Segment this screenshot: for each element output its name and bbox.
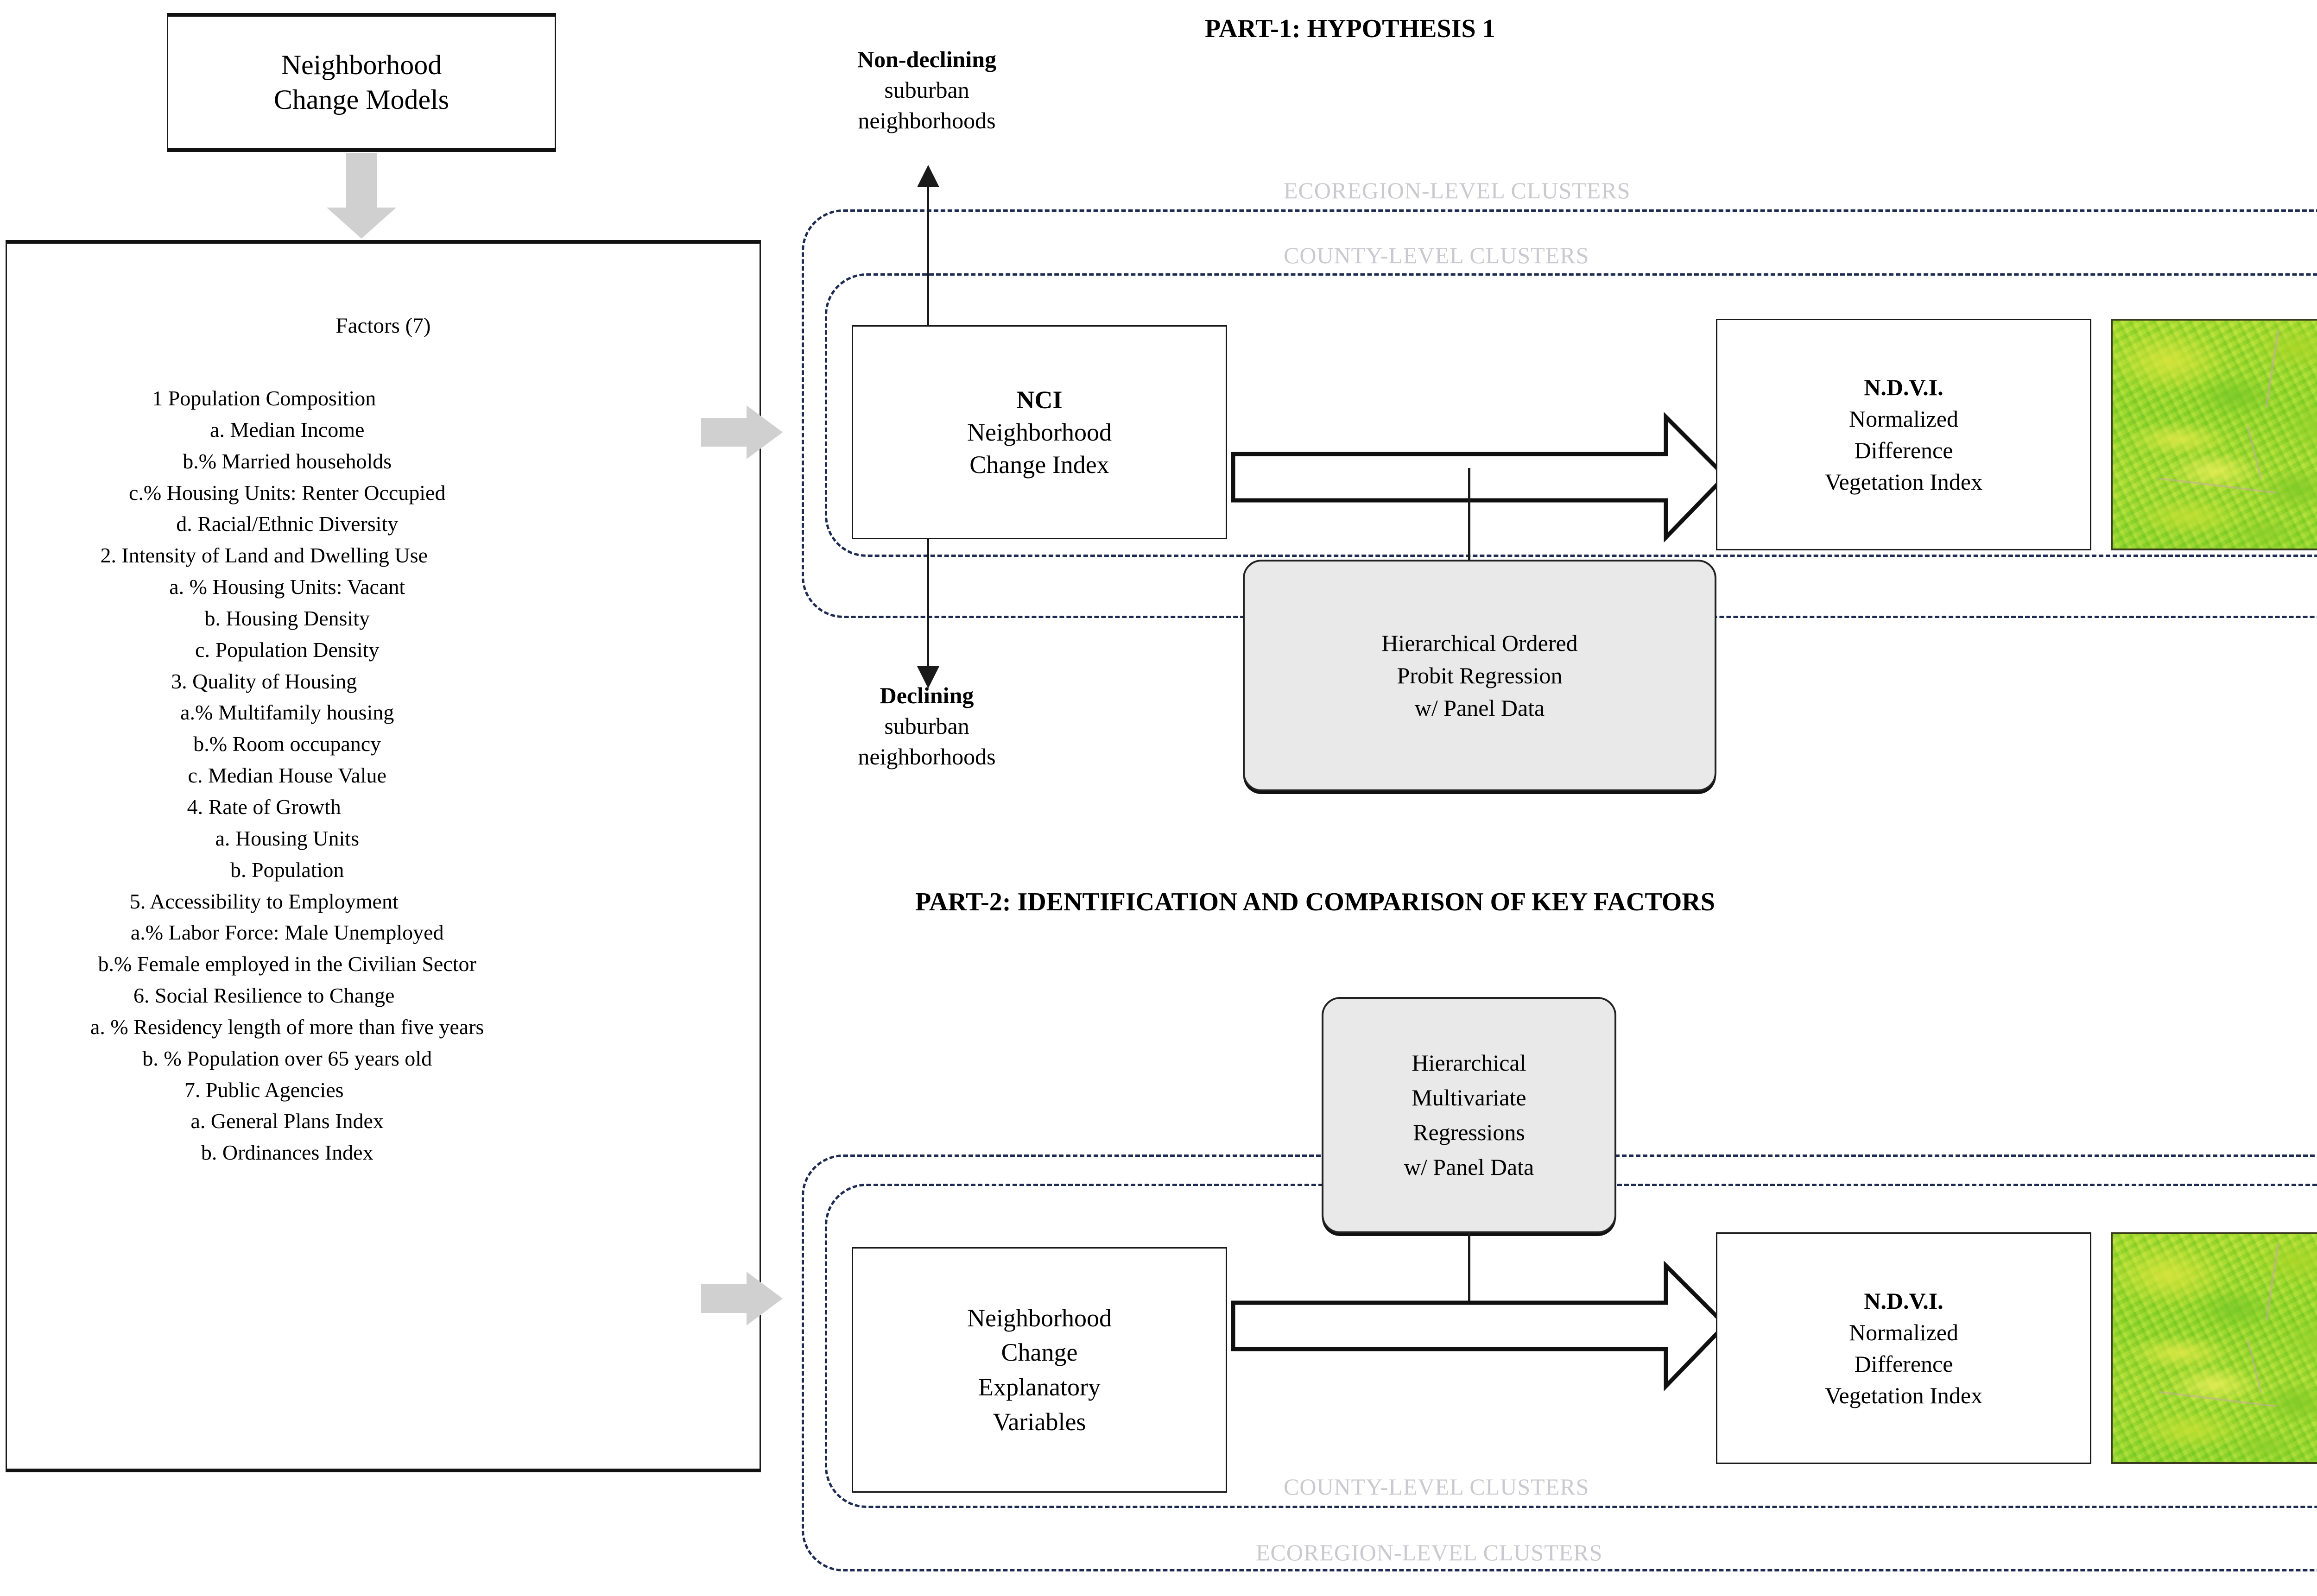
factors-title-wrap: Factors (7) [7, 313, 760, 338]
factor-item: b.% Married households [183, 449, 392, 473]
arrow-nci-to-ndvi-svg [1231, 412, 1728, 543]
part2-ecoregion-cluster-label: ECOREGION-LEVEL CLUSTERS [1256, 1539, 1603, 1565]
arrow-nci-to-non-declining-head [917, 165, 939, 187]
part1-county-cluster-label: COUNTY-LEVEL CLUSTERS [1284, 242, 1589, 268]
arrow-source-to-factors [327, 153, 396, 239]
arrow-nci-to-declining-shaft [927, 539, 929, 669]
hierarchical-multivariate-regressions-box: Hierarchical Multivariate Regressions w/… [1322, 997, 1616, 1233]
ndvi2-line3: Difference [1854, 1351, 1953, 1377]
declining-line2: suburban [884, 713, 969, 739]
explanatory-line1: Neighborhood [967, 1304, 1112, 1332]
explanatory-variables-box: Neighborhood Change Explanatory Variable… [852, 1247, 1227, 1493]
method2-line4: w/ Panel Data [1404, 1154, 1534, 1180]
arrow-factors-to-part2 [701, 1272, 789, 1327]
factor-item: a. % Residency length of more than five … [90, 1015, 484, 1039]
factor-item: b. Population [230, 858, 344, 882]
factor-item: 7. Public Agencies [184, 1078, 344, 1102]
factor-item: a.% Multifamily housing [180, 700, 394, 725]
ndvi2-abbr: N.D.V.I. [1864, 1288, 1943, 1314]
ndvi-box-part2: N.D.V.I. Normalized Difference Vegetatio… [1716, 1232, 2091, 1464]
factor-item: b. % Population over 65 years old [142, 1046, 432, 1070]
factor-item: c. Median House Value [188, 763, 386, 788]
ndvi2-line4: Vegetation Index [1824, 1382, 1983, 1408]
factors-title: Factors (7) [336, 314, 431, 338]
factor-item: c. Population Density [195, 637, 380, 662]
factor-item: b. Housing Density [204, 606, 370, 630]
nci-abbr: NCI [1016, 385, 1063, 414]
factors-list: 1 Population Composition a. Median Income… [44, 383, 484, 1168]
method2-line3: Regressions [1413, 1119, 1525, 1145]
factor-item: 3. Quality of Housing [171, 669, 357, 693]
ndvi2-line2: Normalized [1849, 1319, 1958, 1345]
nci-box: NCI Neighborhood Change Index [852, 325, 1227, 539]
declining-line3: neighborhoods [858, 744, 996, 770]
factor-item: b.% Female employed in the Civilian Sect… [98, 952, 476, 976]
arrow-factors-to-part1 [701, 405, 789, 461]
ndvi1-line3: Difference [1854, 437, 1953, 463]
method1-line3: w/ Panel Data [1414, 695, 1545, 721]
connector-method2-to-arrow [1468, 1233, 1470, 1326]
ndvi1-line2: Normalized [1849, 406, 1958, 432]
arrow-explanatory-to-ndvi [1230, 1256, 1728, 1400]
factor-item: b.% Room occupancy [193, 732, 381, 756]
nci-line2: Neighborhood [967, 418, 1112, 446]
part2-title: PART-2: IDENTIFICATION AND COMPARISON OF… [915, 888, 1715, 916]
connector-method1-to-arrow [1468, 468, 1470, 561]
non-declining-line2: suburban [884, 77, 969, 103]
factor-item: 4. Rate of Growth [187, 795, 341, 819]
method2-line2: Multivariate [1412, 1085, 1526, 1110]
method2-line1: Hierarchical [1412, 1050, 1526, 1076]
factor-item: a. General Plans Index [190, 1109, 384, 1133]
factor-item: a. Median Income [210, 417, 365, 442]
source-box-line1: Neighborhood [281, 50, 442, 80]
non-declining-line3: neighborhoods [858, 107, 996, 133]
ndvi1-abbr: N.D.V.I. [1864, 374, 1943, 400]
declining-heading: Declining [880, 682, 974, 708]
part2-county-cluster-label: COUNTY-LEVEL CLUSTERS [1284, 1474, 1589, 1500]
part1-ecoregion-cluster-label: ECOREGION-LEVEL CLUSTERS [1284, 177, 1631, 203]
factor-item: 6. Social Resilience to Change [133, 984, 395, 1008]
part1-title: PART-1: HYPOTHESIS 1 [1205, 14, 1495, 43]
factor-item: b. Ordinances Index [201, 1141, 374, 1165]
factor-item: 1 Population Composition [152, 386, 376, 410]
explanatory-line2: Change [1001, 1338, 1078, 1367]
part1-county-cluster-boundary [825, 273, 2317, 557]
arrow-explanatory-to-ndvi-svg [1231, 1261, 1728, 1392]
arrow-nci-to-ndvi [1230, 408, 1728, 551]
factor-item: c.% Housing Units: Renter Occupied [128, 480, 446, 505]
declining-label: Declining suburban neighborhoods [797, 680, 1057, 772]
method1-line1: Hierarchical Ordered [1381, 630, 1578, 656]
ndvi-box-part1: N.D.V.I. Normalized Difference Vegetatio… [1716, 319, 2091, 550]
source-box-line2: Change Models [273, 84, 449, 115]
ndvi1-line4: Vegetation Index [1824, 469, 1983, 495]
factors-box: Factors (7) 1 Population Composition a. M… [6, 240, 761, 1472]
factor-item: d. Racial/Ethnic Diversity [176, 512, 399, 536]
non-declining-label: Non-declining suburban neighborhoods [797, 44, 1057, 136]
non-declining-heading: Non-declining [857, 46, 997, 72]
nci-line3: Change Index [969, 451, 1109, 479]
factor-item: 2. Intensity of Land and Dwelling Use [100, 543, 428, 568]
arrow-nci-to-declining-head [917, 666, 939, 688]
factor-item: 5. Accessibility to Employment [129, 889, 399, 913]
explanatory-line4: Variables [993, 1407, 1086, 1436]
method1-line2: Probit Regression [1397, 662, 1563, 688]
factor-item: a. % Housing Units: Vacant [169, 575, 405, 599]
arrow-nci-to-non-declining-shaft [927, 181, 929, 329]
explanatory-line3: Explanatory [978, 1373, 1101, 1401]
neighborhood-change-models-box: Neighborhood Change Models [167, 13, 556, 152]
factor-item: a.% Labor Force: Male Unemployed [130, 921, 444, 945]
hierarchical-ordered-probit-box: Hierarchical Ordered Probit Regression w… [1243, 560, 1716, 791]
ndvi-raster-part2 [2111, 1232, 2317, 1464]
factor-item: a. Housing Units [215, 826, 359, 850]
ndvi-raster-part1 [2111, 319, 2317, 550]
